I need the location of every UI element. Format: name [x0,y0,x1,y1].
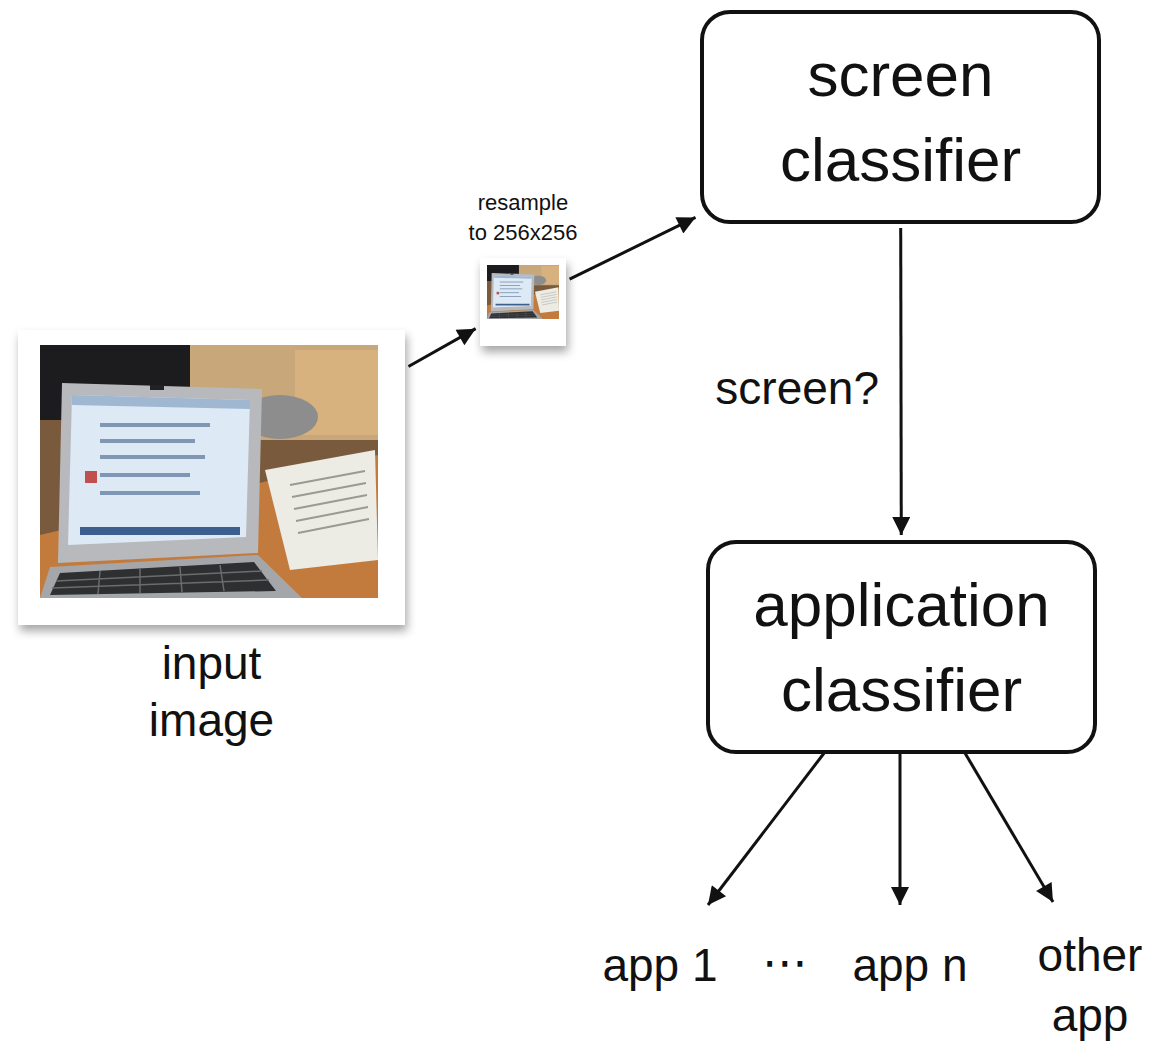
thumbnail-photo [487,265,559,319]
box-label: screen classifier [720,32,1081,202]
process-box: application classifier [706,540,1097,754]
flow-arrow [570,217,696,279]
image-frame: input image [18,330,405,625]
thumbnail-frame: resample to 256x256 [480,258,566,346]
output-label: app n [852,935,967,995]
output-arrow [962,748,1053,902]
flow-arrow [408,329,475,367]
output-label: ⋯ [762,932,808,992]
input-photo [40,345,378,598]
photo-frame [18,330,405,625]
step-label: resample to 256x256 [467,188,579,248]
image-caption: input image [112,635,312,749]
edge-label: screen? [711,361,883,415]
output-label: other app [1025,925,1155,1042]
output-label: app 1 [602,935,717,995]
flow-arrow [899,228,903,535]
process-box: screen classifier [700,10,1101,224]
output-arrow [708,748,828,905]
box-label: application classifier [726,562,1077,732]
output-arrow [899,748,902,905]
thumbnail-frame [480,258,566,346]
